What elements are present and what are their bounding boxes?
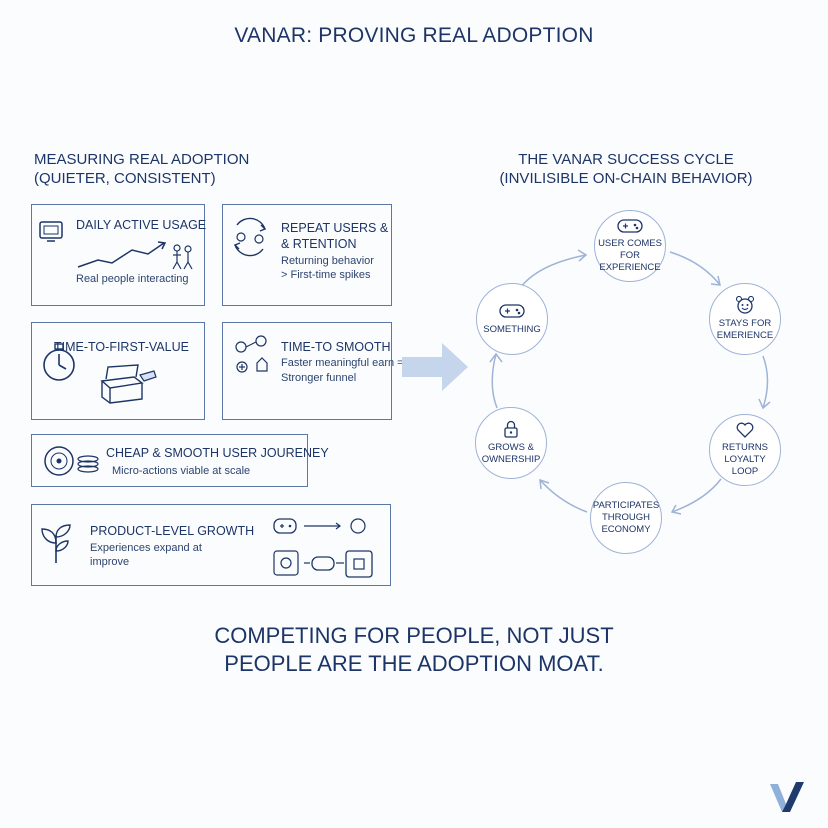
card-subtitle-line2: > First-time spikes: [281, 269, 371, 281]
cycle-node-user-comes: USER COMES FOR EXPERIENCE: [594, 210, 666, 282]
card-repeat-users: REPEAT USERS & & RTENTION Returning beha…: [222, 204, 392, 306]
card-cheap-smooth-journey: CHEAP & SMOOTH USER JOURENEY Micro-actio…: [31, 434, 329, 487]
node-label-line2: LOYALTY: [724, 454, 766, 465]
gamepad-icon: [499, 304, 525, 318]
node-label-line2: EMERIENCE: [716, 330, 774, 341]
sprout-icon: [41, 524, 71, 563]
card-subtitle: Faster meaningful earn =: [281, 357, 404, 369]
tagline-line1: COMPETING FOR PEOPLE, NOT JUST: [214, 623, 614, 648]
cycle-node-returns: RETURNS LOYALTY LOOP: [709, 414, 781, 486]
gamepad-icon: [617, 219, 643, 233]
cycle-node-grows: GROWS & OWNERSHIP: [475, 407, 547, 479]
tagline: COMPETING FOR PEOPLE, NOT JUST PEOPLE AR…: [0, 622, 828, 678]
stopwatch-icon: [43, 343, 75, 381]
vanar-logo-icon: [770, 782, 804, 812]
node-label-line2: OWNERSHIP: [481, 454, 541, 465]
cycle-users-icon: [233, 217, 267, 257]
funnel-nodes-icon: [235, 335, 268, 373]
card-title: TIME-TO SMOOTH: [281, 340, 391, 354]
card-subtitle: Returning behavior: [281, 255, 374, 267]
coins-icon: [44, 446, 99, 476]
cycle-node-stays: STAYS FOR EMERIENCE: [709, 283, 781, 355]
left-heading-line2: (QUIETER, CONSISTENT): [34, 170, 216, 187]
heart-icon: [736, 422, 754, 438]
card-title: TIME-TO-FIRST-VALUE: [54, 340, 189, 354]
node-label: PARTICIPATES: [592, 500, 660, 511]
tagline-line2: PEOPLE ARE THE ADOPTION MOAT.: [224, 651, 604, 676]
node-label-line3: LOOP: [731, 466, 759, 477]
card-title: CHEAP & SMOOTH USER JOURENEY: [106, 446, 329, 460]
left-heading-line1: MEASURING REAL ADOPTION: [34, 151, 250, 168]
card-daily-active-usage: DAILY ACTIVE USAGE Real people interacti…: [31, 204, 207, 306]
card-time-to-first-value: TIME-TO-FIRST-VALUE: [31, 322, 205, 420]
monitor-icon: [39, 221, 63, 242]
smiley-icon: [735, 296, 755, 314]
node-label: RETURNS: [722, 442, 768, 453]
node-label: STAYS FOR: [718, 318, 772, 329]
growth-chart-icon: [77, 241, 193, 270]
card-title: REPEAT USERS &: [281, 221, 389, 235]
node-label: SOMETHING: [483, 324, 541, 335]
page-title: VANAR: PROVING REAL ADOPTION: [234, 24, 594, 47]
lock-icon: [504, 420, 518, 438]
card-title: DAILY ACTIVE USAGE: [76, 218, 207, 232]
card-title-line2: & RTENTION: [281, 237, 357, 251]
card-subtitle: Experiences expand at: [90, 542, 202, 554]
flow-arrow: [402, 343, 468, 391]
right-heading-line1: THE VANAR SUCCESS CYCLE: [518, 151, 734, 168]
node-label-line3: ECONOMY: [601, 524, 651, 535]
card-subtitle: Micro-actions viable at scale: [112, 465, 251, 477]
card-subtitle: Real people interacting: [76, 273, 189, 285]
card-title: PRODUCT-LEVEL GROWTH: [90, 524, 255, 538]
node-label-line2: THROUGH: [601, 512, 651, 523]
card-subtitle-line2: Stronger funnel: [281, 372, 357, 384]
node-label-line2: EXPERIENCE: [599, 262, 661, 273]
right-section-heading: THE VANAR SUCCESS CYCLE (INVILISIBLE ON-…: [476, 150, 776, 188]
product-flow-icon: [273, 518, 373, 578]
treasure-chest-icon: [100, 364, 157, 404]
left-section-heading: MEASURING REAL ADOPTION (QUIETER, CONSIS…: [34, 150, 249, 188]
right-heading-line2: (INVILISIBLE ON-CHAIN BEHAVIOR): [499, 170, 753, 187]
cycle-node-something: SOMETHING: [476, 283, 548, 355]
node-label: USER COMES FOR: [598, 238, 662, 261]
card-product-level-growth: PRODUCT-LEVEL GROWTH Experiences expand …: [31, 504, 391, 586]
card-time-to-smooth: TIME-TO SMOOTH Faster meaningful earn = …: [222, 322, 404, 420]
node-label: GROWS &: [488, 442, 534, 453]
cycle-node-participates: PARTICIPATES THROUGH ECONOMY: [590, 482, 662, 554]
card-subtitle-line2: improve: [90, 556, 130, 568]
